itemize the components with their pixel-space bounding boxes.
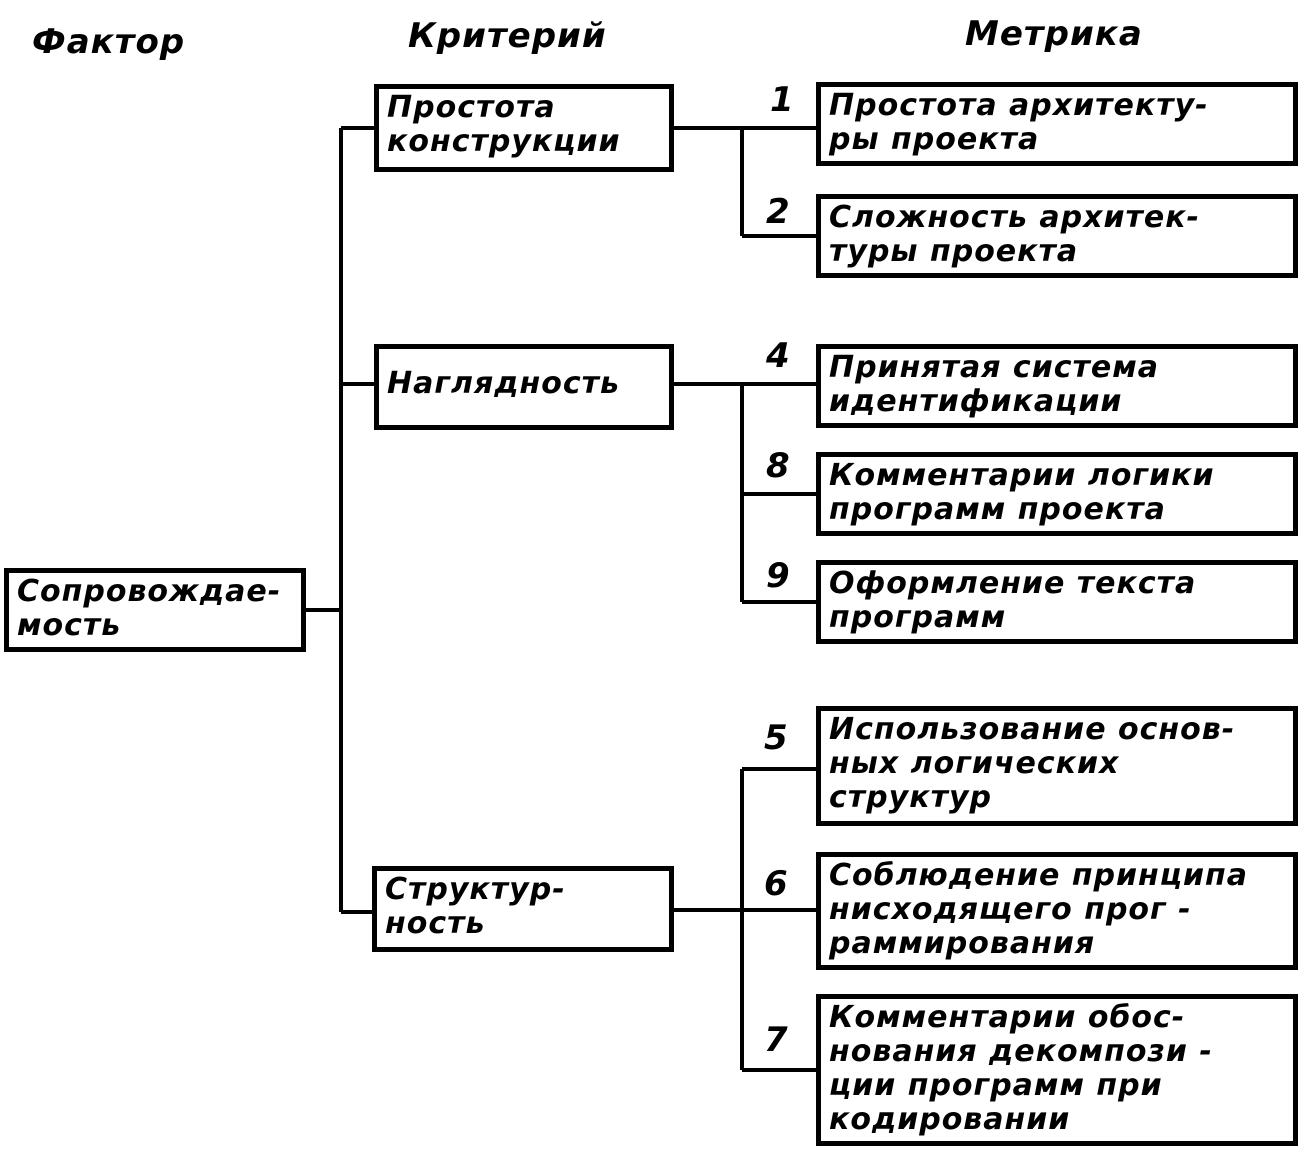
header-metric: Метрика (965, 14, 1143, 54)
criterion-box-2: Наглядность (374, 344, 674, 430)
header-factor: Фактор (32, 22, 186, 62)
metric-box-1: Простота архитекту- ры проекта (816, 82, 1298, 166)
metric-box-5: Использование основ- ных логических стру… (816, 706, 1298, 826)
metric-box-8: Комментарии логики программ проекта (816, 452, 1298, 536)
metric-number-6: 6 (764, 864, 788, 904)
metric-number-1: 1 (770, 80, 794, 120)
factor-box: Сопровождае- мость (4, 568, 306, 652)
header-criterion: Критерий (408, 16, 607, 56)
metric-box-4: Принятая система идентификации (816, 344, 1298, 428)
metric-box-7: Комментарии обос- нования декомпози - ци… (816, 994, 1298, 1146)
metric-box-9: Оформление текста программ (816, 560, 1298, 644)
criterion-box-1: Простота конструкции (374, 84, 674, 172)
metric-number-9: 9 (766, 556, 790, 596)
criterion-box-3: Структур- ность (372, 866, 674, 952)
metric-number-5: 5 (764, 718, 788, 758)
metric-number-2: 2 (766, 192, 790, 232)
metric-number-4: 4 (766, 336, 790, 376)
metric-number-8: 8 (766, 446, 790, 486)
metric-number-7: 7 (764, 1020, 788, 1060)
metric-box-6: Соблюдение принципа нисходящего прог - р… (816, 852, 1298, 970)
metric-box-2: Сложность архитек- туры проекта (816, 194, 1298, 278)
